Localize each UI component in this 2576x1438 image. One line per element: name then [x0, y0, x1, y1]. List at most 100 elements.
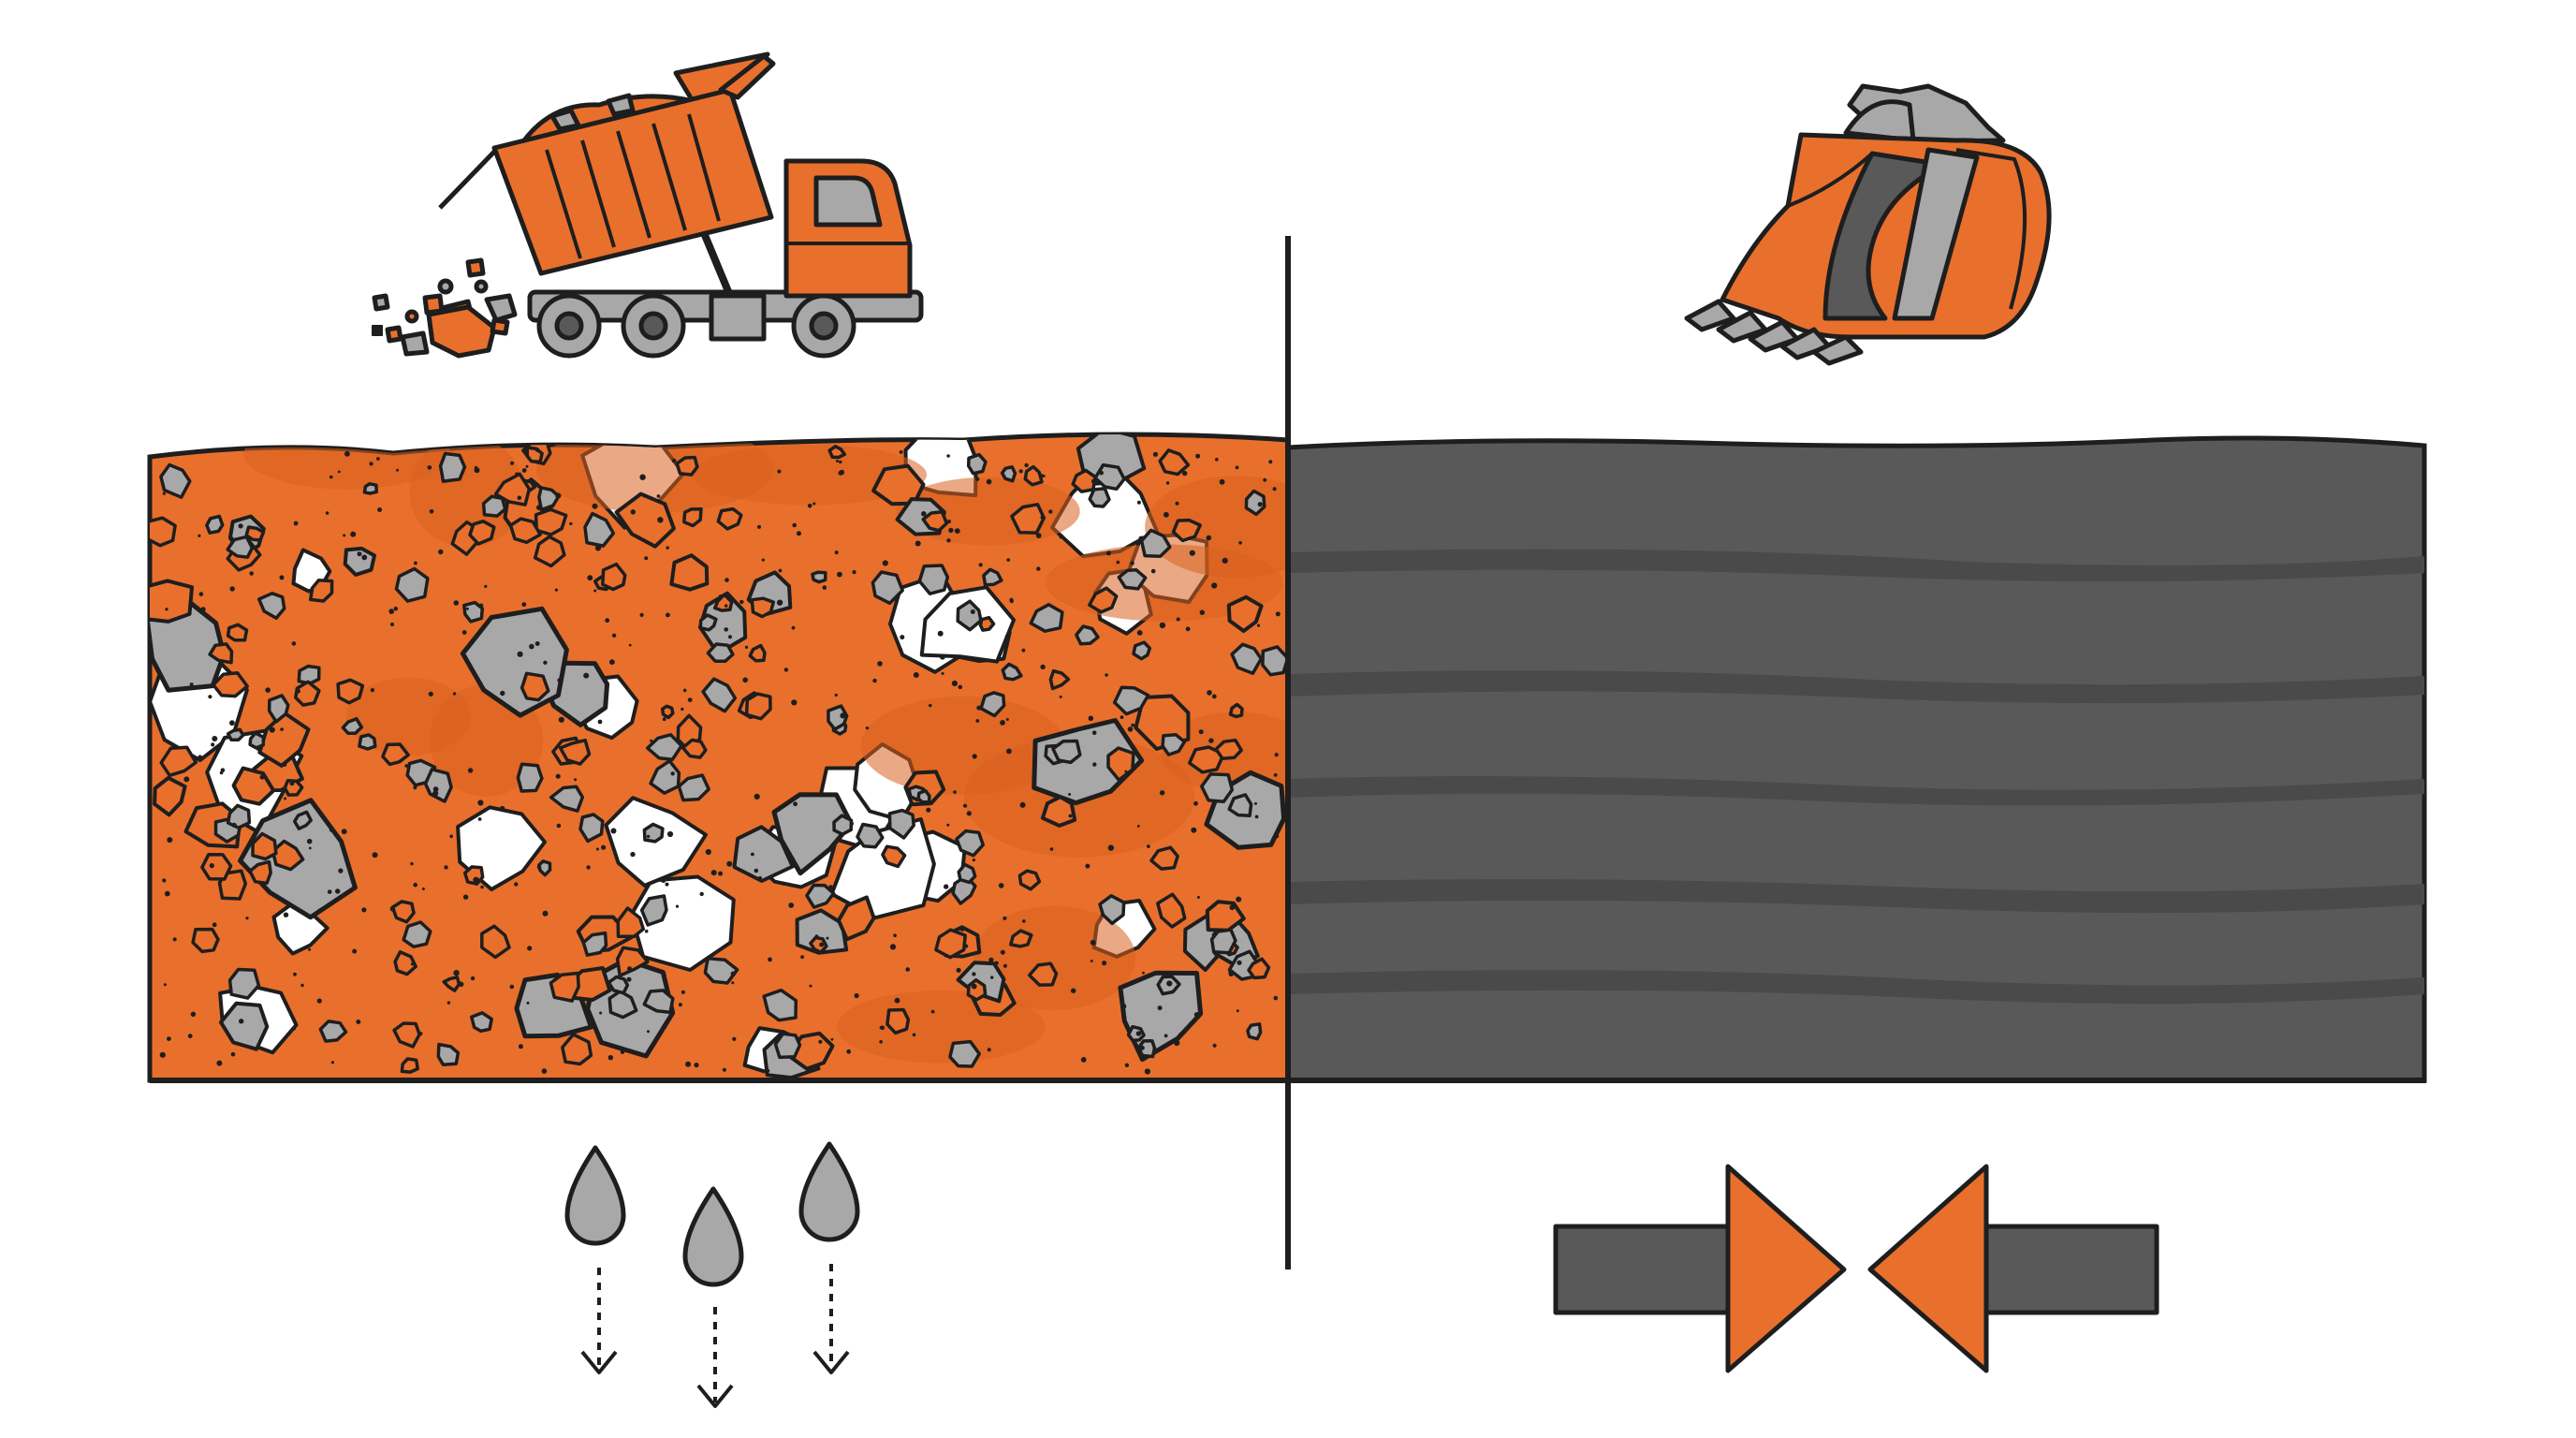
sand-speck: [915, 540, 921, 547]
sand-speck: [1107, 844, 1115, 851]
small-stone: [1009, 929, 1033, 948]
small-stone: [957, 862, 977, 885]
small-stone: [558, 738, 592, 766]
sand-speck: [879, 1026, 883, 1030]
sand-speck: [341, 829, 347, 835]
small-stone: [639, 894, 668, 927]
sand-speck: [865, 726, 870, 730]
sand-speck: [1238, 541, 1242, 545]
sand-speck: [1080, 1057, 1087, 1063]
sand-speck: [473, 876, 479, 883]
sand-speck: [527, 946, 533, 951]
dump-truck-icon: [372, 51, 924, 359]
sand-speck: [361, 554, 368, 561]
sand-speck: [1175, 501, 1179, 506]
sand-speck: [259, 774, 265, 780]
sand-speck: [1193, 800, 1198, 806]
sand-speck: [781, 882, 785, 886]
sand-speck: [626, 976, 632, 982]
small-stone: [701, 677, 738, 713]
sand-speck: [1193, 1012, 1200, 1018]
sand-speck: [836, 460, 839, 462]
sand-speck: [900, 635, 905, 640]
sand-speck: [474, 465, 478, 470]
sand-speck: [198, 755, 202, 759]
sand-speck: [777, 469, 782, 474]
sand-speck: [372, 852, 378, 858]
sand-speck: [172, 937, 177, 942]
sand-speck: [1256, 624, 1261, 627]
sand-speck: [687, 697, 693, 702]
sand-speck: [905, 967, 910, 972]
sand-speck: [329, 828, 333, 832]
sand-speck: [593, 589, 597, 593]
sand-speck: [656, 494, 661, 498]
sand-speck: [1102, 961, 1107, 966]
sand-speck: [912, 1033, 916, 1037]
small-stone: [1071, 468, 1097, 493]
small-stone: [1149, 845, 1179, 871]
sand-speck: [1191, 827, 1197, 833]
compacted-soil-base: [1285, 435, 2427, 1083]
small-stone: [191, 927, 220, 954]
small-stone: [400, 1057, 419, 1074]
small-stone: [1228, 702, 1244, 719]
sand-speck: [1135, 1031, 1142, 1036]
sand-speck: [587, 575, 593, 581]
small-stone: [578, 813, 605, 844]
sand-speck: [297, 770, 300, 773]
small-stone: [955, 829, 985, 858]
sand-speck: [610, 828, 617, 834]
sand-speck: [724, 578, 729, 582]
sand-speck: [438, 549, 444, 555]
sand-speck: [521, 468, 527, 473]
small-stone: [381, 742, 410, 767]
sand-speck: [376, 457, 380, 461]
sand-speck: [421, 888, 425, 890]
sand-speck: [1208, 738, 1214, 743]
medium-stone: [614, 492, 676, 549]
sand-speck: [245, 917, 249, 920]
sand-speck: [292, 1027, 296, 1031]
sand-speck: [1164, 511, 1169, 518]
sand-speck: [937, 630, 944, 637]
small-stone: [979, 691, 1006, 718]
sand-speck: [1071, 988, 1076, 993]
sand-speck: [650, 739, 653, 742]
sand-speck: [515, 472, 519, 477]
small-stone: [283, 779, 304, 797]
small-stone: [267, 694, 290, 724]
sand-speck: [211, 742, 215, 747]
sand-speck: [1257, 502, 1263, 507]
sand-speck: [1139, 1045, 1145, 1050]
sand-speck: [990, 976, 994, 979]
sand-speck: [1274, 753, 1279, 757]
medium-stone: [669, 553, 710, 592]
small-stone: [438, 451, 467, 483]
small-stone: [251, 831, 278, 861]
sand-speck: [282, 761, 287, 767]
small-stone: [248, 731, 266, 750]
sand-speck: [768, 957, 772, 962]
sand-speck: [1009, 597, 1014, 602]
sand-speck: [449, 834, 454, 839]
sand-speck: [1157, 1005, 1163, 1011]
sand-speck: [788, 902, 795, 908]
sand-speck: [879, 1040, 883, 1044]
sand-speck: [592, 503, 598, 509]
sand-speck: [834, 550, 839, 555]
sand-speck: [583, 672, 590, 679]
sand-speck: [280, 727, 284, 731]
sand-speck: [800, 955, 804, 960]
sand-speck: [1176, 617, 1180, 622]
small-stone: [716, 506, 743, 531]
small-stone: [480, 924, 511, 960]
sand-speck: [159, 1051, 166, 1058]
sand-speck: [208, 695, 212, 699]
small-stone: [607, 975, 630, 995]
compacted-soil-block: [1285, 435, 2427, 1083]
sand-speck: [509, 984, 515, 990]
small-stone: [1051, 739, 1082, 765]
small-stone: [392, 1021, 421, 1049]
sand-speck: [778, 568, 783, 573]
